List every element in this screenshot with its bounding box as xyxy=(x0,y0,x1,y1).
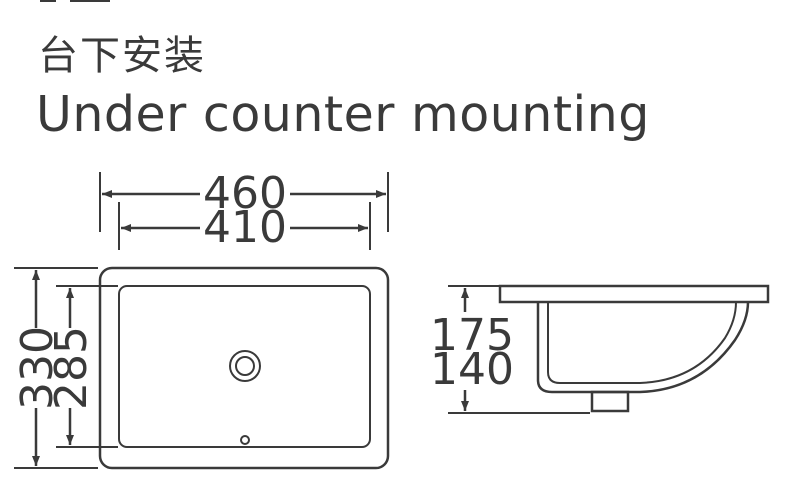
side-view xyxy=(448,284,770,414)
drain-outer xyxy=(229,350,261,382)
inner-width-label: 410 xyxy=(203,202,287,253)
side-bowl-outer xyxy=(536,301,750,394)
cropped-top-text xyxy=(40,0,800,6)
outer-height-label: 175 xyxy=(430,310,514,361)
outer-depth-label: 330 xyxy=(12,326,63,410)
side-rim xyxy=(498,284,770,304)
side-drain xyxy=(590,390,630,413)
basin-inner-bowl xyxy=(118,285,371,448)
drain-inner xyxy=(235,356,255,376)
outer-width-label: 460 xyxy=(203,168,287,219)
overflow-hole xyxy=(240,435,250,445)
title-chinese: 台下安装 xyxy=(38,33,206,79)
top-view xyxy=(14,172,390,470)
basin-outer-rim xyxy=(98,266,390,470)
side-bowl-inner xyxy=(547,301,737,384)
title-english: Under counter mounting xyxy=(36,86,650,143)
inner-height-label: 140 xyxy=(430,344,514,395)
inner-depth-label: 285 xyxy=(46,326,97,410)
